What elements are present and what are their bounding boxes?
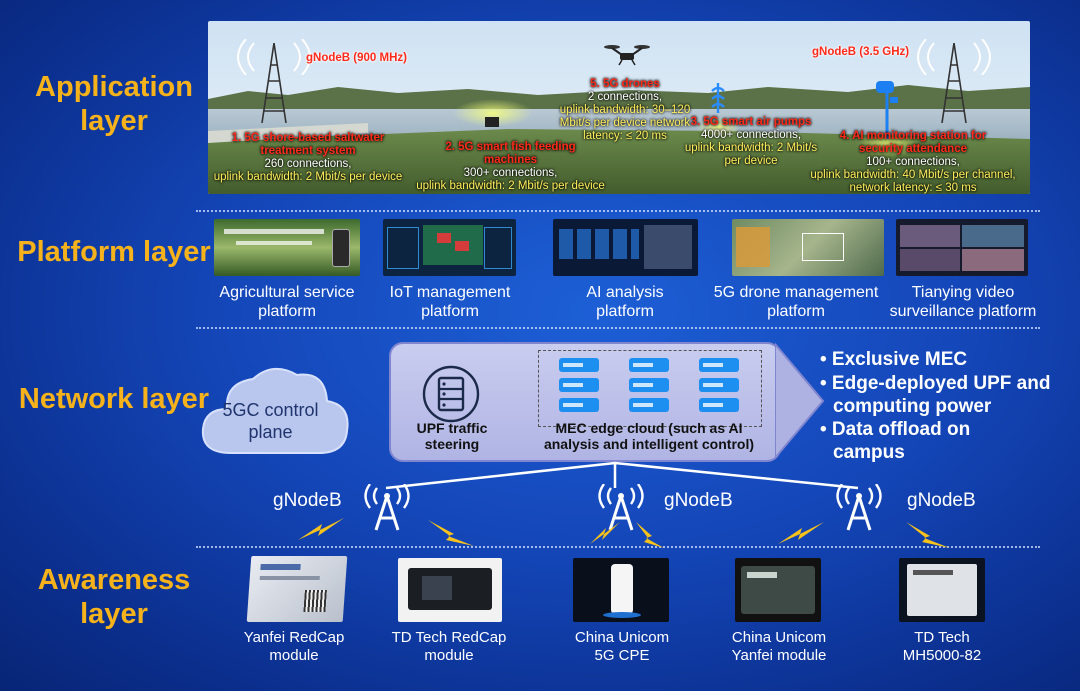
signal-waves-right-icon — [917, 39, 991, 75]
lightning-icon — [778, 522, 824, 544]
mec-label: MEC edge cloud (such as AI analysis and … — [543, 420, 755, 452]
platform-label-video: Tianying video surveillance platform — [889, 284, 1037, 320]
divider-awareness — [196, 546, 1040, 548]
device-label-unicom-yanfei: China Unicom Yanfei module — [731, 629, 827, 664]
device-photo-tdtech-mh5000 — [899, 558, 985, 622]
app-item-detail: 300+ connections, — [463, 167, 558, 179]
divider-application — [196, 210, 1040, 212]
drone-icon — [604, 45, 650, 66]
device-photo-unicom-cpe — [573, 558, 669, 622]
platform-screenshot-ai — [553, 219, 698, 276]
platform-screenshot-video — [896, 219, 1028, 276]
bullet-data-offload: • Data offload on campus — [820, 419, 971, 463]
device-photo-tdtech-redcap — [398, 558, 502, 622]
app-item-saltwater: 1. 5G shore-based saltwater treatment sy… — [208, 132, 408, 184]
device-label-tdtech-redcap: TD Tech RedCap module — [391, 629, 507, 664]
bullet-exclusive-mec: • Exclusive MEC — [820, 349, 968, 370]
mec-callout-arrow-icon — [775, 342, 825, 460]
app-item-detail: uplink bandwidth: 2 Mbit/s per device — [684, 142, 818, 167]
lightning-icon — [428, 520, 474, 546]
app-item-title: 5. 5G drones — [590, 78, 660, 90]
layer-title-network: Network layer — [18, 383, 210, 415]
cell-tower-icon — [261, 43, 287, 123]
app-item-detail: uplink bandwidth: 30–120 Mbit/s per devi… — [559, 104, 691, 142]
antenna-icon — [836, 484, 882, 531]
gnodeb-label-right: gNodeB — [907, 490, 976, 511]
platform-label-agricultural: Agricultural service platform — [219, 284, 355, 320]
gnodeb-900-label: gNodeB (900 MHz) — [306, 52, 407, 64]
device-photo-yanfei-redcap — [246, 556, 348, 622]
layer-title-application: Application layer — [35, 71, 193, 137]
layer-title-platform: Platform layer — [17, 236, 211, 268]
platform-label-iot: IoT management platform — [389, 284, 511, 320]
lightning-icon — [590, 522, 620, 544]
lightning-icon — [636, 522, 664, 548]
app-item-ai-monitoring: 4. AI monitoring station for security at… — [798, 130, 1028, 194]
air-pump-icon — [711, 83, 725, 113]
cloud-label: 5GC control plane — [222, 400, 319, 442]
gnodeb-35-label: gNodeB (3.5 GHz) — [812, 46, 910, 58]
platform-screenshot-iot — [383, 219, 516, 276]
layer-title-awareness: Awareness layer — [37, 564, 191, 630]
app-item-title: 1. 5G shore-based saltwater treatment sy… — [231, 132, 385, 157]
cloud-icon — [201, 368, 349, 454]
server-rack-icon — [422, 365, 480, 423]
gnodeb-label-left: gNodeB — [273, 490, 342, 511]
device-photo-unicom-yanfei — [735, 558, 821, 622]
platform-label-ai: AI analysis platform — [586, 284, 664, 320]
divider-platform — [196, 327, 1040, 329]
app-item-drones: 5. 5G drones 2 connections, uplink bandw… — [550, 78, 700, 143]
gnodeb-label-center: gNodeB — [664, 490, 733, 511]
server-stack-icon — [559, 358, 739, 412]
app-item-detail: 2 connections, — [587, 91, 663, 103]
app-item-detail: uplink bandwidth: 2 Mbit/s per device — [416, 180, 605, 192]
app-item-detail: 4000+ connections, — [700, 129, 802, 141]
platform-label-drone: 5G drone management platform — [713, 284, 879, 320]
app-item-detail: 100+ connections, — [866, 156, 960, 168]
cell-tower-icon — [941, 43, 967, 123]
app-item-detail: uplink bandwidth: 40 Mbit/s per channel,… — [810, 169, 1016, 194]
device-label-unicom-cpe: China Unicom 5G CPE — [574, 629, 670, 664]
device-label-tdtech-mh5000: TD Tech MH5000-82 — [902, 629, 982, 664]
app-item-title: 3. 5G smart air pumps — [690, 116, 812, 128]
app-item-detail: 260 connections, — [264, 158, 352, 170]
bullet-edge-upf: • Edge-deployed UPF and computing power — [820, 373, 1051, 417]
app-item-title: 4. AI monitoring station for security at… — [839, 130, 987, 155]
app-item-air-pumps: 3. 5G smart air pumps 4000+ connections,… — [678, 116, 824, 168]
mec-cloud-frame — [538, 350, 762, 427]
antenna-icon — [364, 484, 410, 531]
signal-waves-left-icon — [237, 39, 311, 75]
device-label-yanfei-redcap: Yanfei RedCap module — [243, 629, 345, 664]
platform-screenshot-agricultural — [214, 219, 360, 276]
lightning-icon — [906, 522, 950, 548]
app-item-title: 2. 5G smart fish feeding machines — [445, 141, 576, 166]
lightning-icon — [298, 518, 344, 540]
camera-pole-icon — [876, 81, 898, 139]
upf-label: UPF traffic steering — [416, 420, 488, 452]
platform-screenshot-drone — [732, 219, 884, 276]
app-item-detail: uplink bandwidth: 2 Mbit/s per device — [213, 171, 403, 183]
application-scene-photo: gNodeB (900 MHz) gNodeB (3.5 GHz) 1. 5G … — [208, 21, 1030, 194]
app-item-fish-feeding: 2. 5G smart fish feeding machines 300+ c… — [408, 141, 613, 193]
antenna-icon — [598, 484, 644, 531]
